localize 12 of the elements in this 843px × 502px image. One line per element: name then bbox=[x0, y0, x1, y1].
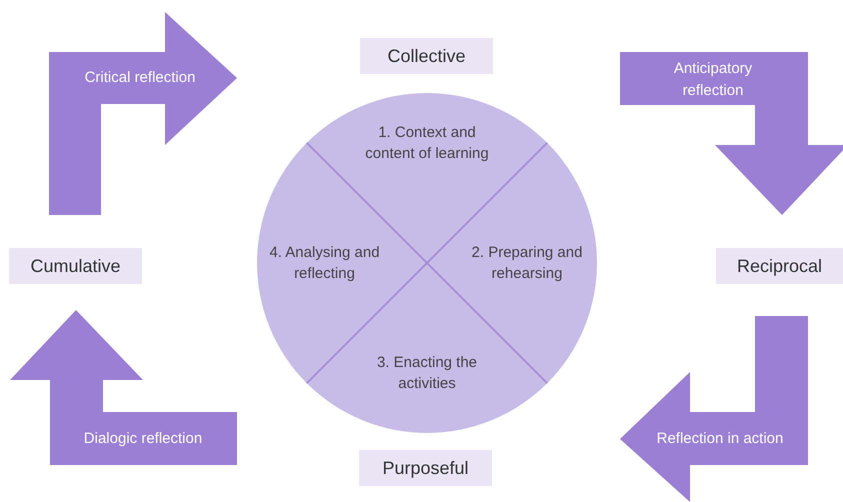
label-box: Purposeful bbox=[359, 450, 492, 486]
quadrant-label: 1. Context and content of learning bbox=[352, 118, 502, 168]
quadrant-label: 4. Analysing and reflecting bbox=[262, 238, 387, 288]
quadrant-label: 2. Preparing and rehearsing bbox=[462, 238, 592, 288]
arrow-label: Anticipatory reflection bbox=[672, 59, 754, 101]
label-box: Collective bbox=[360, 38, 493, 74]
label-box: Cumulative bbox=[9, 248, 142, 284]
quadrant-label: 3. Enacting the activities bbox=[357, 348, 497, 398]
label-box: Reciprocal bbox=[716, 248, 843, 284]
arrow-label: Dialogic reflection bbox=[84, 429, 202, 449]
arrow-label: Reflection in action bbox=[656, 429, 784, 449]
arrow-label: Critical reflection bbox=[84, 68, 196, 88]
